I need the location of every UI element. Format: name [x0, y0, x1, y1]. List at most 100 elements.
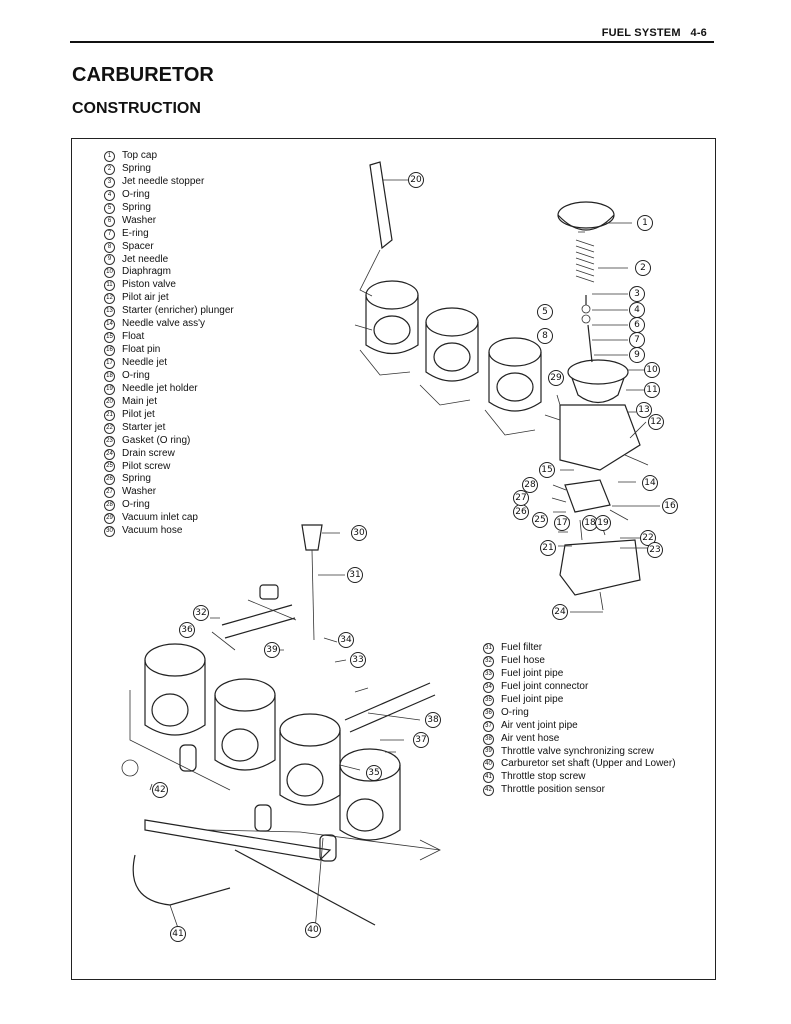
callout-number: 31 — [349, 570, 360, 580]
callout-number: 33 — [352, 655, 363, 665]
callout-circle-icon — [548, 370, 564, 386]
legend-label: Washer — [122, 486, 157, 498]
legend-label: Throttle position sensor — [501, 784, 605, 796]
leader-lines — [149, 179, 660, 931]
callout-number-icon: 20 — [104, 396, 115, 408]
callout-circle-icon — [537, 328, 553, 344]
diagram-frame — [71, 138, 716, 980]
callout-number: 18 — [584, 518, 596, 528]
callout-number: 19 — [597, 518, 609, 528]
callout-circle-icon — [347, 567, 363, 583]
callout-number-icon: 34 — [483, 681, 494, 693]
callout-9: 9 — [629, 347, 645, 363]
callout-6: 6 — [629, 317, 645, 333]
callout-5: 5 — [537, 304, 553, 320]
callout-number-icon: 1 — [104, 150, 115, 162]
legend-label: Throttle stop screw — [501, 771, 586, 783]
callout-number: 12 — [650, 417, 661, 427]
callout-number: 6 — [634, 320, 640, 330]
callout-number: 10 — [646, 365, 658, 375]
callout-circle-icon — [366, 765, 382, 781]
legend-label: Needle jet — [122, 357, 168, 368]
legend-label: Throttle valve synchronizing screw — [501, 745, 654, 757]
callout-42: 42 — [152, 782, 168, 798]
callout-number: 16 — [664, 501, 676, 511]
callout-21: 21 — [540, 540, 556, 556]
callout-circle-icon — [629, 286, 645, 302]
callout-circle-icon — [338, 632, 354, 648]
legend-item: 3 Jet needle stopper — [104, 176, 234, 189]
callout-circle-icon — [413, 732, 429, 748]
page-title: CARBURETOR — [72, 64, 214, 86]
callout-number: 41 — [172, 929, 183, 939]
legend-label: Fuel joint connector — [501, 680, 589, 692]
callout-number-icon: 12 — [104, 293, 115, 305]
legend-label: Spring — [122, 162, 151, 174]
callout-30: 30 — [351, 525, 367, 541]
callout-number: 8 — [542, 331, 548, 341]
callout-circle-icon — [264, 642, 280, 658]
callout-number-icon: 26 — [104, 474, 115, 486]
callout-35: 35 — [366, 765, 382, 781]
callout-circle-icon — [179, 622, 195, 638]
callout-14: 14 — [642, 475, 658, 491]
callout-29: 29 — [548, 370, 564, 386]
callout-38: 38 — [425, 712, 441, 728]
callout-26: 26 — [513, 504, 529, 520]
callout-24: 24 — [552, 604, 568, 620]
legend-item: 5 Spring — [104, 202, 234, 215]
callout-40: 40 — [305, 922, 321, 938]
callout-number: 34 — [340, 635, 352, 645]
callout-31: 31 — [347, 567, 363, 583]
callout-number-icon: 3 — [104, 176, 115, 188]
legend-label: E-ring — [122, 227, 149, 239]
legend-label: Spring — [122, 201, 151, 213]
callout-23: 23 — [647, 542, 663, 558]
callout-11: 11 — [644, 382, 660, 398]
legend-label: Diaphragm — [122, 266, 171, 278]
callout-36: 36 — [179, 622, 195, 638]
callout-37: 37 — [413, 732, 429, 748]
legend-label: Starter (enricher) plunger — [122, 305, 234, 317]
callout-number-icon: 10 — [104, 267, 115, 279]
legend-item: 20 Main jet — [104, 396, 234, 409]
callout-number: 38 — [427, 715, 439, 725]
callout-number-icon: 8 — [104, 241, 115, 253]
callout-27: 27 — [513, 490, 529, 506]
callout-number-icon: 22 — [104, 422, 115, 434]
legend-label: Pilot air jet — [122, 292, 169, 304]
callout-number: 20 — [410, 175, 422, 185]
upper-carburetor-bank — [354, 161, 542, 436]
callout-circle-icon — [522, 477, 538, 493]
callout-number-icon: 13 — [104, 306, 115, 318]
legend-label: Jet needle stopper — [122, 175, 205, 187]
callout-number: 9 — [634, 350, 640, 360]
legend-label: Piston valve — [122, 279, 176, 291]
legend-label: Needle jet holder — [122, 382, 198, 394]
callout-number-icon: 21 — [104, 409, 115, 421]
callout-33: 33 — [350, 652, 366, 668]
legend-label: Spacer — [122, 240, 154, 252]
callout-15: 15 — [539, 462, 555, 478]
callout-circle-icon — [595, 515, 611, 531]
legend-label: Carburetor set shaft (Upper and Lower) — [501, 758, 676, 770]
callout-number-icon: 2 — [104, 163, 115, 175]
callout-number-icon: 5 — [104, 202, 115, 214]
callout-number-icon: 4 — [104, 189, 115, 201]
legend-label: Main jet — [122, 395, 158, 407]
callout-19: 19 — [595, 515, 611, 531]
callout-7: 7 — [629, 332, 645, 348]
legend-label: Jet needle — [122, 253, 169, 265]
